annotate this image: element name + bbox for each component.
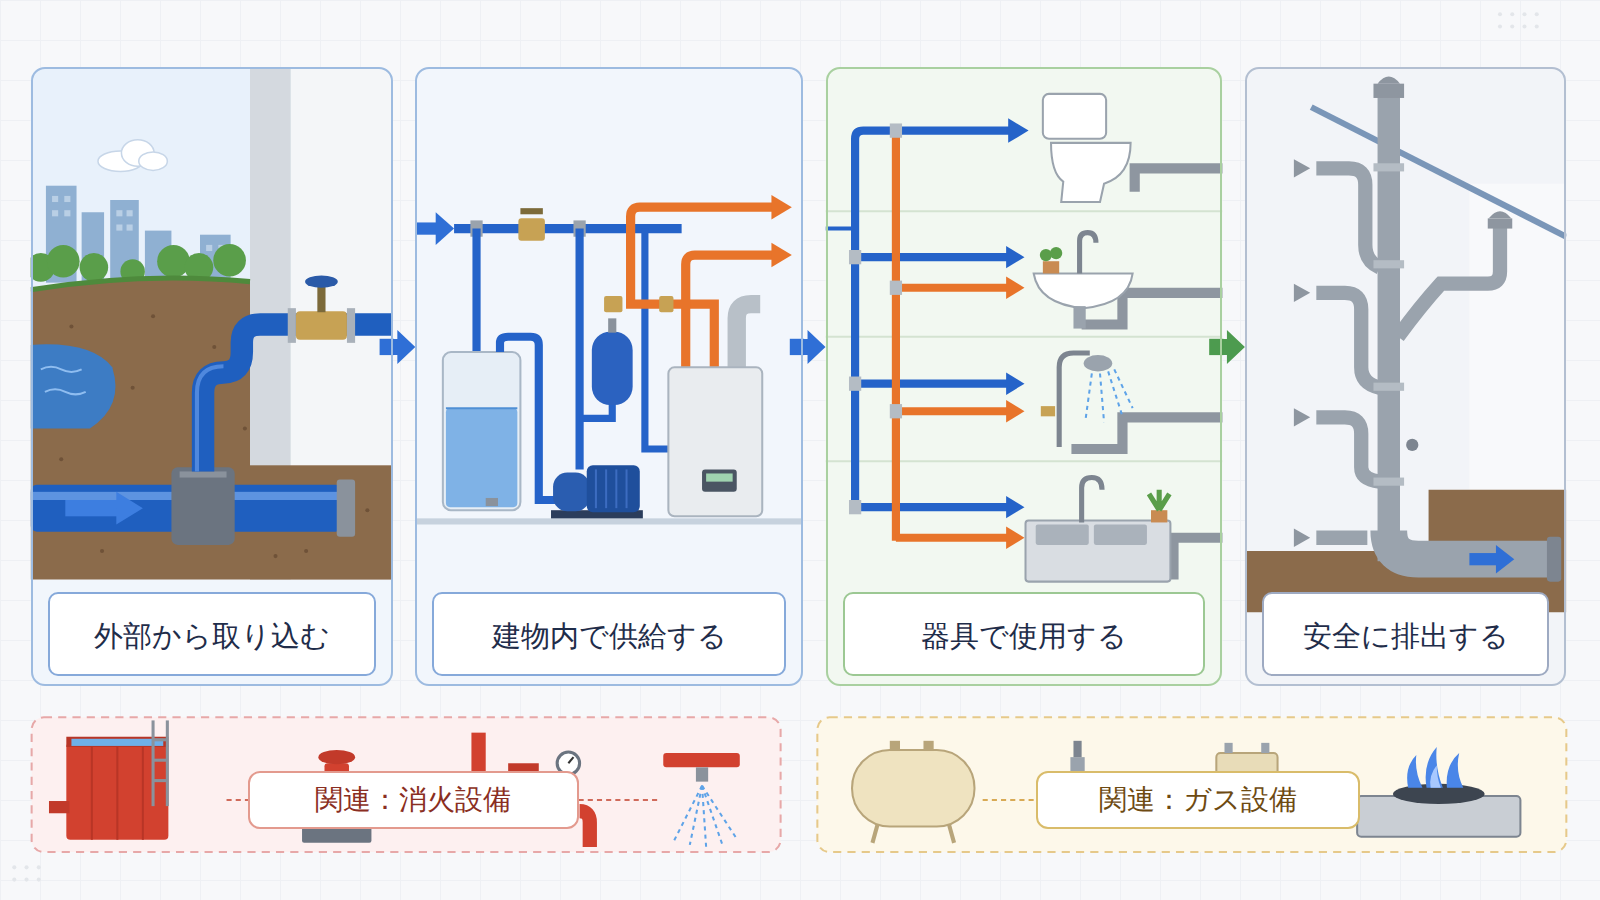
stage-panel: 安全に排出する (1245, 67, 1566, 685)
stage-label: 器具で使用する (843, 592, 1206, 676)
related-pill: 関連：ガス設備 (1036, 771, 1360, 828)
stage-panel: 器具で使用する (826, 67, 1223, 685)
related-label: 関連：ガス設備 (1099, 781, 1297, 819)
related-label: 関連：消火設備 (315, 781, 511, 819)
stage-label: 外部から取り込む (48, 592, 376, 676)
stage-panel: 外部から取り込む (31, 67, 393, 685)
stage-label: 建物内で供給する (432, 592, 786, 676)
related-pill: 関連：消火設備 (248, 771, 579, 828)
flow-arrow-shape (803, 330, 825, 364)
stage-label: 安全に排出する (1262, 592, 1549, 676)
stage-panel: 建物内で供給する (415, 67, 803, 685)
flow-arrow-shape (1222, 330, 1244, 364)
flow-arrow-shape (393, 330, 415, 364)
flow-arrow (1222, 330, 1244, 364)
flow-arrow (803, 330, 825, 364)
flow-arrow (393, 330, 415, 364)
